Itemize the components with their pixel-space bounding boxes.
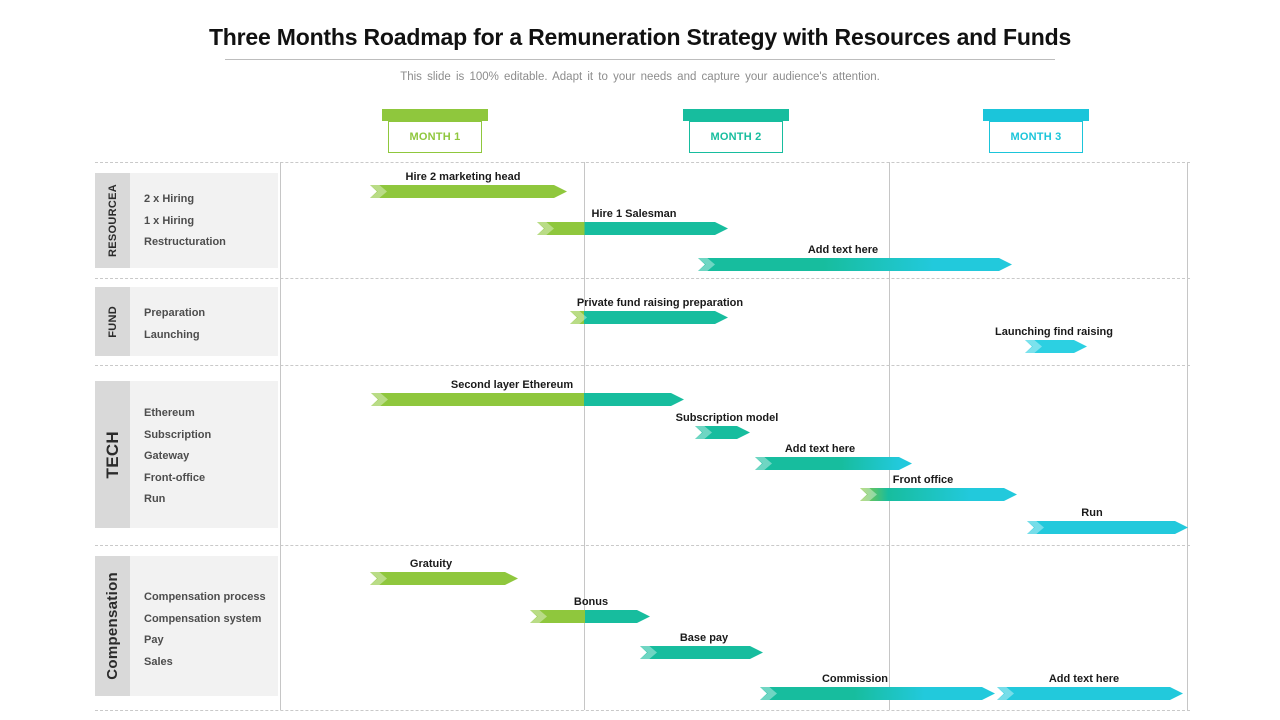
gantt-bar-label: Commission (821, 673, 889, 685)
month-1-header: MONTH 1 (375, 106, 495, 156)
section-item: Launching (144, 328, 200, 341)
section-item: Pay (144, 634, 164, 646)
gantt-bar (695, 426, 750, 439)
section-item: Gateway (144, 450, 190, 462)
section-item: Compensation system (144, 612, 262, 625)
gantt-bar-label: Launching find raising (995, 326, 1113, 338)
grid-vline (584, 162, 585, 710)
gantt-bar-label: Second layer Ethereum (450, 379, 574, 391)
gantt-bar-label: Base pay (679, 632, 729, 644)
month-3-cap-bar (983, 109, 1089, 121)
section-item: Run (144, 493, 166, 505)
gantt-bar (537, 222, 728, 235)
section-item: Subscription (144, 428, 212, 441)
gantt-bar-label: Gratuity (409, 558, 453, 570)
section-label-compensation: Compensation (95, 556, 130, 696)
gantt-bar (755, 457, 912, 470)
month-1-label: MONTH 1 (388, 121, 482, 153)
gantt-bar-label: Add text here (1048, 673, 1120, 685)
gantt-bar (860, 488, 1017, 501)
grid-vline (280, 162, 281, 710)
gantt-bar-label: Add text here (807, 244, 879, 256)
gantt-bar-label: Bonus (573, 596, 609, 608)
section-label-text: TECH (102, 430, 122, 479)
gantt-bar (698, 258, 1012, 271)
section-item: Front-office (144, 471, 206, 484)
month-2-header: MONTH 2 (676, 106, 796, 156)
gantt-bar (997, 687, 1183, 700)
section-label-fund: FUND (95, 287, 130, 356)
month-3-header: MONTH 3 (976, 106, 1096, 156)
section-label-text: FUND (106, 305, 119, 338)
gantt-bar (530, 610, 650, 623)
section-label-resourcea: RESOURCEA (95, 173, 130, 268)
section-divider-dashed (95, 162, 1190, 163)
gantt-bar-label: Add text here (784, 443, 856, 455)
section-divider-dashed (95, 365, 1190, 366)
month-3-label: MONTH 3 (989, 121, 1083, 153)
gantt-bar-label: Front office (892, 474, 954, 486)
gantt-bar (640, 646, 763, 659)
section-item: 1 x Hiring (144, 214, 195, 227)
gantt-bar (1027, 521, 1188, 534)
gantt-bar (570, 311, 728, 324)
section-divider-dashed (95, 278, 1190, 279)
slide-subtitle: This slide is 100% editable. Adapt it to… (400, 71, 880, 83)
month-2-label: MONTH 2 (689, 121, 783, 153)
grid-vline (1187, 162, 1188, 710)
section-item: Sales (144, 655, 173, 668)
gantt-bar-label: Hire 2 marketing head (405, 171, 521, 183)
section-item: Restructuration (144, 236, 226, 248)
title-underline (225, 59, 1055, 60)
gantt-bar-label: Run (1081, 507, 1103, 519)
gantt-bar (370, 572, 518, 585)
section-item: Ethereum (144, 407, 195, 419)
section-label-text: RESOURCEA (106, 184, 119, 257)
section-label-tech: TECH (95, 381, 130, 528)
section-label-text: Compensation (104, 572, 121, 680)
grid-vline (889, 162, 890, 710)
gantt-bar-label: Hire 1 Salesman (591, 208, 677, 220)
section-item: 2 x Hiring (144, 193, 195, 205)
gantt-bar-label: Private fund raising preparation (576, 297, 744, 309)
gantt-bar (1025, 340, 1087, 353)
section-item: Preparation (144, 307, 206, 319)
section-divider-dashed (95, 545, 1190, 546)
section-item: Compensation process (144, 591, 266, 603)
month-1-cap-bar (382, 109, 488, 121)
gantt-bar (371, 393, 684, 406)
slide-title: Three Months Roadmap for a Remuneration … (208, 24, 1072, 50)
gantt-bar (760, 687, 995, 700)
month-2-cap-bar (683, 109, 789, 121)
gantt-bar (370, 185, 567, 198)
section-divider-dashed (95, 710, 1190, 711)
gantt-bar-label: Subscription model (675, 412, 779, 424)
